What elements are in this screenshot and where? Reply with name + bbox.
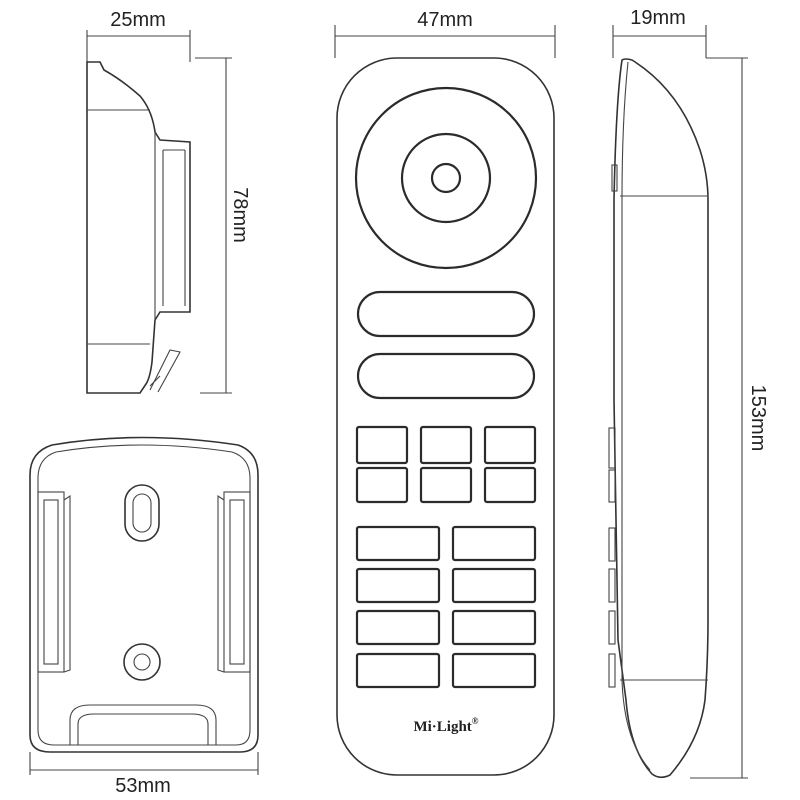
- remote-side-view: 19mm 153mm: [608, 7, 769, 779]
- brand-logo: Mi·Light®: [413, 716, 478, 735]
- holder-width-label: 53mm: [115, 775, 171, 797]
- small-button-1[interactable]: [355, 425, 409, 465]
- trademark-mark: ®: [472, 716, 479, 726]
- remote-depth-label: 19mm: [630, 7, 686, 29]
- slider-saturation[interactable]: [356, 352, 536, 400]
- holder-front-view: 53mm: [29, 436, 259, 797]
- remote-front-view: 47mm Mi·Light®: [334, 9, 556, 776]
- zone-3-off-button[interactable]: [451, 609, 537, 646]
- zone-2-off-button[interactable]: [451, 567, 537, 604]
- zone-1-off-button[interactable]: [451, 525, 537, 562]
- mounting-hole: [123, 643, 161, 681]
- remote-body: [336, 57, 555, 776]
- small-button-3[interactable]: [483, 425, 537, 465]
- small-button-2[interactable]: [419, 425, 473, 465]
- zone-2-on-button[interactable]: [355, 567, 441, 604]
- remote-length-label: 153mm: [747, 385, 769, 452]
- holder-side-view: 25mm 78mm: [86, 9, 251, 394]
- wheel-center-button[interactable]: [430, 162, 462, 194]
- remote-width-label: 47mm: [417, 9, 473, 31]
- small-button-6[interactable]: [483, 466, 537, 504]
- zone-4-on-button[interactable]: [355, 652, 441, 689]
- zone-1-on-button[interactable]: [355, 525, 441, 562]
- holder-depth-label: 25mm: [110, 9, 166, 31]
- small-button-5[interactable]: [419, 466, 473, 504]
- zone-3-on-button[interactable]: [355, 609, 441, 646]
- mounting-slot: [124, 484, 160, 542]
- holder-height-label: 78mm: [229, 187, 251, 243]
- small-button-4[interactable]: [355, 466, 409, 504]
- slider-brightness[interactable]: [356, 290, 536, 338]
- zone-4-off-button[interactable]: [451, 652, 537, 689]
